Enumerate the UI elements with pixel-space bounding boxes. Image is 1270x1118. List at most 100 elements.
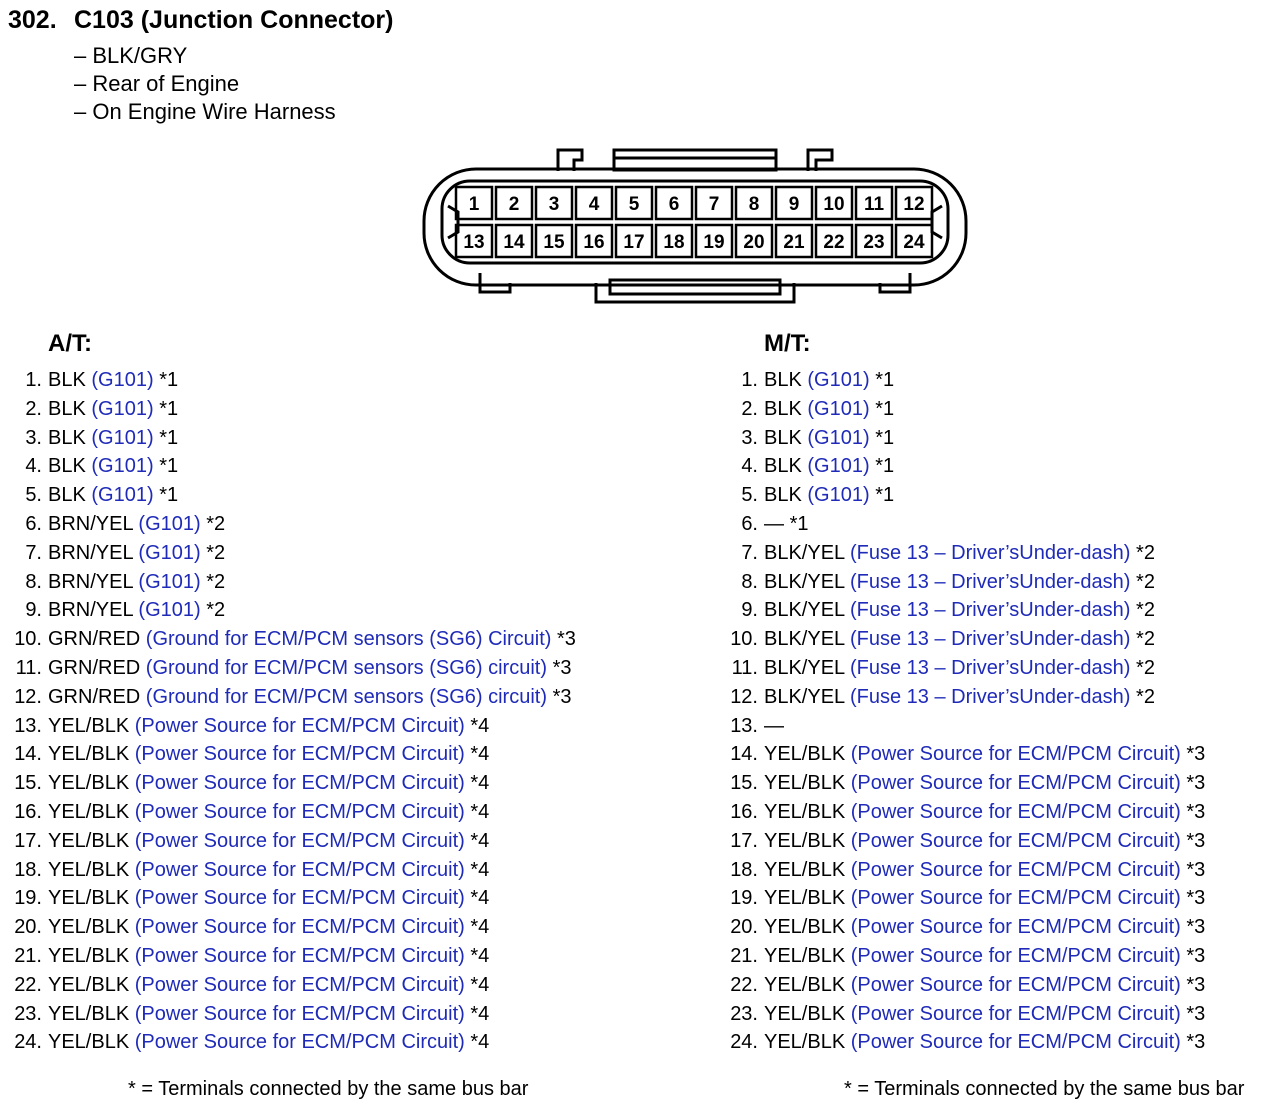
terminal-cell: 2: [494, 185, 534, 221]
bus-bar-note: *3: [1186, 1002, 1206, 1025]
pin-row: 21.YEL/BLK (Power Source for ECM/PCM Cir…: [0, 942, 576, 971]
terminal-label: 7: [709, 194, 720, 215]
pin-number: 18.: [730, 858, 758, 881]
bus-bar-note: *1: [159, 397, 179, 420]
terminal-cell: 17: [614, 223, 654, 259]
detail-location: – Rear of Engine: [74, 71, 240, 96]
wire-color: YEL/BLK: [764, 1002, 846, 1025]
pin-number: 8.: [741, 570, 758, 593]
bus-bar-note: *2: [206, 570, 226, 593]
bus-bar-note: *1: [875, 397, 895, 420]
wire-color: BLK: [764, 397, 802, 420]
circuit-description: (G101): [91, 484, 154, 507]
pin-row: 14.YEL/BLK (Power Source for ECM/PCM Cir…: [716, 740, 1205, 769]
wire-color: BLK/YEL: [764, 599, 845, 622]
pin-number: 19.: [14, 887, 42, 910]
pin-number: 11.: [731, 656, 758, 679]
circuit-description: (G101): [138, 570, 201, 593]
pin-number: 16.: [14, 800, 42, 823]
wire-color: —: [764, 512, 784, 535]
pin-row: 1.BLK (G101) *1: [716, 366, 1205, 395]
pin-number: 7.: [741, 541, 758, 564]
circuit-description: (Power Source for ECM/PCM Circuit): [850, 1002, 1181, 1025]
terminal-cell: 14: [494, 223, 534, 259]
terminal-cell: 21: [774, 223, 814, 259]
wire-color: YEL/BLK: [764, 858, 846, 881]
bus-bar-note: *3: [1186, 916, 1206, 939]
pin-number: 14.: [730, 743, 758, 766]
wire-color: BLK: [764, 369, 802, 391]
wire-color: YEL/BLK: [48, 858, 130, 881]
wire-color: GRN/RED: [48, 656, 141, 679]
bus-bar-note: *1: [875, 369, 895, 391]
wire-color: YEL/BLK: [48, 916, 130, 939]
wire-color: YEL/BLK: [764, 887, 846, 910]
pin-number: 22.: [730, 973, 758, 996]
terminal-cell: 11: [854, 185, 894, 221]
bus-bar-note: *4: [470, 800, 490, 823]
pin-row: 13.—: [716, 712, 1205, 741]
circuit-description: (Power Source for ECM/PCM Circuit): [850, 743, 1181, 766]
pin-number: 23.: [730, 1002, 758, 1025]
circuit-description: (G101): [807, 484, 870, 507]
bus-bar-note: *4: [470, 714, 490, 737]
wire-color: BLK/YEL: [764, 628, 845, 651]
bus-bar-note: *4: [470, 916, 490, 939]
bus-bar-note: *1: [875, 455, 895, 478]
bus-bar-note: *3: [1186, 1031, 1206, 1054]
pin-row: 9.BRN/YEL (G101) *2: [0, 596, 576, 625]
terminal-cell: 1: [454, 185, 494, 221]
bus-bar-note: *4: [470, 944, 490, 967]
column-heading-mt: M/T:: [764, 330, 811, 357]
circuit-description: (Ground for ECM/PCM sensors (SG6) Circui…: [145, 628, 552, 651]
bus-bar-note: *1: [789, 512, 809, 535]
terminal-box: [654, 185, 694, 221]
terminal-label: 6: [669, 194, 680, 215]
terminal-box: [534, 223, 574, 259]
bus-bar-note: *2: [1136, 599, 1155, 622]
bus-bar-note: *1: [159, 369, 179, 391]
terminal-cell: 8: [734, 185, 774, 221]
bus-bar-note: *2: [206, 599, 226, 622]
terminal-box: [854, 185, 894, 221]
bus-bar-note: *3: [1186, 858, 1206, 881]
bus-bar-note: *4: [470, 1031, 490, 1054]
connector-housing-inner: [440, 179, 950, 265]
terminal-label: 21: [783, 232, 805, 253]
pin-row: 3.BLK (G101) *1: [0, 424, 576, 453]
terminal-box: [694, 185, 734, 221]
bus-bar-note: *3: [1186, 973, 1206, 996]
wire-color: BRN/YEL: [48, 541, 133, 564]
terminal-label: 9: [789, 194, 800, 215]
wire-color: YEL/BLK: [764, 829, 846, 852]
circuit-description: (Fuse 13 – Driver’sUnder-dash): [849, 685, 1131, 708]
pin-row: 12.BLK/YEL (Fuse 13 – Driver’sUnder-dash…: [716, 683, 1205, 712]
terminal-box: [774, 223, 814, 259]
pin-number: 8.: [25, 570, 42, 593]
pin-row: 24.YEL/BLK (Power Source for ECM/PCM Cir…: [0, 1028, 576, 1057]
pin-row: 22.YEL/BLK (Power Source for ECM/PCM Cir…: [0, 971, 576, 1000]
wire-color: BRN/YEL: [48, 512, 133, 535]
terminal-box: [734, 185, 774, 221]
top-tab-right: [806, 148, 834, 171]
pin-number: 11.: [15, 656, 42, 679]
circuit-description: (Power Source for ECM/PCM Circuit): [850, 1031, 1181, 1054]
terminal-label: 18: [663, 232, 684, 253]
terminal-box: [654, 223, 694, 259]
circuit-description: (G101): [91, 455, 154, 478]
pin-number: 7.: [25, 541, 42, 564]
pin-row: 18.YEL/BLK (Power Source for ECM/PCM Cir…: [716, 856, 1205, 885]
top-latch: [612, 148, 778, 172]
wire-color: BLK/YEL: [764, 656, 845, 679]
wire-color: YEL/BLK: [764, 973, 846, 996]
bus-bar-note: *3: [1186, 800, 1206, 823]
pin-row: 15.YEL/BLK (Power Source for ECM/PCM Cir…: [0, 769, 576, 798]
pin-number: 22.: [14, 973, 42, 996]
wire-color: YEL/BLK: [764, 1031, 846, 1054]
pin-row: 16.YEL/BLK (Power Source for ECM/PCM Cir…: [716, 798, 1205, 827]
wire-color: YEL/BLK: [764, 800, 846, 823]
bus-bar-note: *2: [1136, 541, 1155, 564]
pin-row: 22.YEL/BLK (Power Source for ECM/PCM Cir…: [716, 971, 1205, 1000]
